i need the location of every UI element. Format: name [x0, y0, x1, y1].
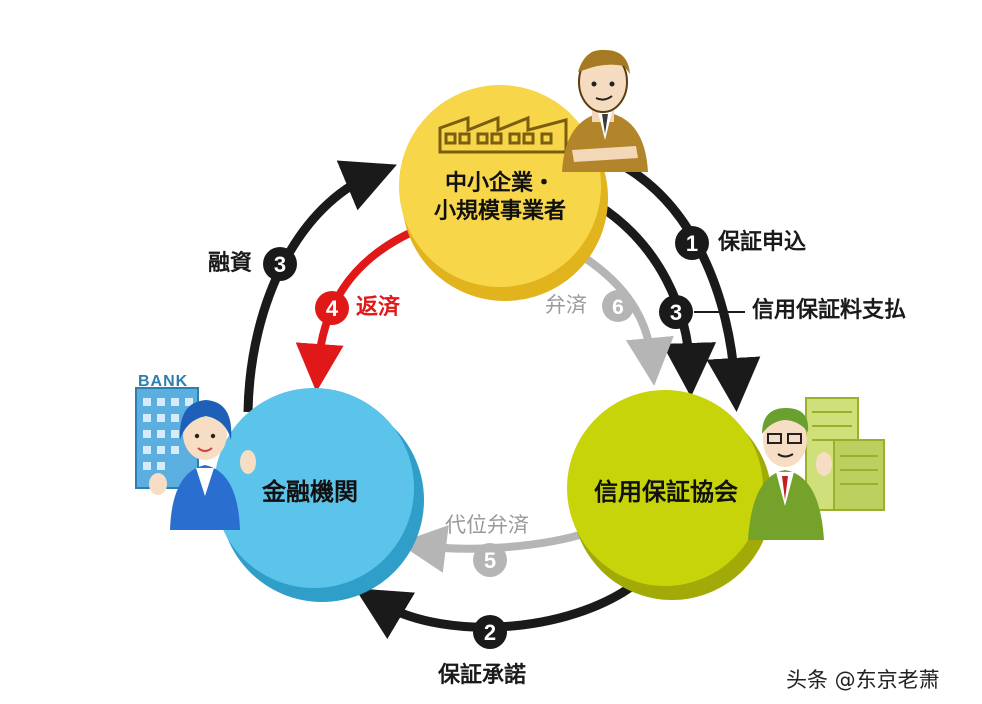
label-step-4: 返済 — [356, 295, 401, 320]
arrow-repayment — [295, 228, 414, 392]
badge-step-6: 6 — [602, 290, 634, 322]
badge-step-3-fee-number: 3 — [670, 300, 682, 325]
sme-node — [399, 85, 608, 301]
label-step-3-fee: 信用保証料支払 — [752, 298, 907, 323]
label-step-6: 弁済 — [545, 293, 587, 317]
badge-step-5-number: 5 — [484, 548, 496, 573]
badge-step-6-number: 6 — [612, 296, 624, 319]
badge-step-1: 1 — [675, 226, 709, 260]
badge-step-4: 4 — [315, 291, 349, 325]
label-step-2: 保証承諾 — [438, 663, 527, 688]
badge-step-5: 5 — [473, 543, 507, 577]
sme-node-label: 中小企業・ 小規模事業者 — [420, 170, 580, 225]
bank-node — [214, 388, 424, 602]
sme-label-line2: 小規模事業者 — [433, 198, 566, 224]
badge-step-4-number: 4 — [326, 296, 339, 321]
arrow-fee-payment — [595, 201, 717, 397]
guarantee-association-node — [567, 390, 772, 600]
badge-step-3-loan-number: 3 — [274, 252, 286, 277]
guarantee-officer-icon — [748, 408, 832, 540]
watermark: 头条 @东京老萧 — [786, 668, 940, 692]
sme-label-line1: 中小企業・ — [444, 171, 555, 196]
label-step-1: 保証申込 — [718, 230, 807, 255]
label-step-3-loan: 融資 — [208, 251, 253, 276]
guarantee-node-label: 信用保証協会 — [594, 478, 738, 506]
business-owner-icon — [562, 49, 648, 172]
badge-step-2: 2 — [473, 615, 507, 649]
office-building-icon — [805, 397, 885, 511]
badge-step-2-number: 2 — [484, 620, 496, 645]
bank-clerk-icon — [149, 400, 256, 530]
badge-step-3-fee: 3 — [659, 295, 693, 329]
arrow-loan — [243, 160, 397, 413]
bank-sign-text: BANK — [138, 373, 188, 390]
bank-node-label: 金融機関 — [262, 478, 358, 506]
factory-icon — [438, 115, 568, 154]
arrow-subrogation — [398, 525, 592, 573]
badge-step-1-number: 1 — [686, 231, 698, 256]
arrow-guarantee-application — [610, 155, 761, 412]
arrow-guarantee-approval — [354, 576, 643, 640]
label-step-5: 代位弁済 — [445, 513, 529, 537]
badge-step-3-loan: 3 — [263, 247, 297, 281]
